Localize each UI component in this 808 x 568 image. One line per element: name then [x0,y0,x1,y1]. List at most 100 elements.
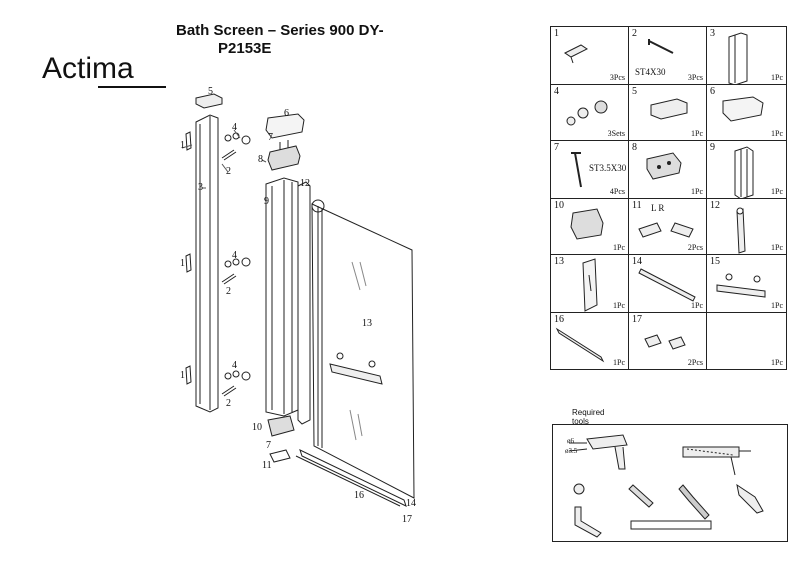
spirit-level-icon [630,520,712,530]
part-cell-9: 9 1Pc [707,141,786,199]
wall-plug-icon [564,44,588,64]
part-number: 7 [554,142,559,153]
part-number: 15 [710,256,720,267]
tools-heading-line-1: Required [572,408,605,417]
part-number: 8 [632,142,637,153]
callout-4-mid: 4 [232,250,237,261]
part-quantity: 2Pcs [687,358,703,367]
drill-icon [586,434,628,470]
part-code: ST4X30 [635,67,666,77]
part-cell-13: 13 1Pc [551,255,629,313]
tools-illustration [568,434,764,538]
part-cell-15: 15 1Pc [707,255,786,313]
part-quantity: 1Pc [613,243,625,252]
title-line-2: P2153E [218,40,272,57]
wall-profile-part-3 [195,114,219,413]
screw-cap-set-icon [566,100,608,126]
part-quantity: 3Pcs [609,73,625,82]
callout-14: 14 [406,498,416,509]
handle-icon [716,273,766,298]
part-code: ST3.5X30 [589,163,627,173]
glass-panel-icon [582,258,598,312]
part-cell-1: 1 3Pcs [551,27,629,85]
wall-plug-part-1-top [185,131,192,151]
part-cell-7: 7 ST3.5X30 4Pcs [551,141,629,199]
silicone-gun-icon [682,446,751,476]
callout-2-top: 2 [226,166,231,177]
part-cell-16: 16 1Pc [551,313,629,369]
part-number: 16 [554,314,564,325]
clip-pair-icon [638,222,694,238]
screwdriver-icon [678,484,710,520]
required-tools-panel: ø6 ø3.5 [552,424,788,542]
hinge-part-8 [267,145,301,171]
allen-key-icon [574,506,602,538]
long-screw-icon [571,152,582,188]
part-quantity: 1Pc [691,129,703,138]
part-quantity: 3Sets [607,129,625,138]
part-number: 2 [632,28,637,39]
callout-4-bottom: 4 [232,360,237,371]
door-profile-icon [734,146,754,199]
part-number: 3 [710,28,715,39]
cutter-knife-icon [736,483,764,514]
part-number: 6 [710,86,715,97]
callout-2-bottom: 2 [226,398,231,409]
clip-part-11 [269,449,291,463]
profile-part-9 [265,177,299,417]
screw-set-top [221,132,251,161]
callout-10: 10 [252,422,262,433]
part-cell-6: 6 1Pc [707,85,786,141]
callout-1-top: 1 [180,140,185,151]
part-quantity: 1Pc [771,301,783,310]
hinge-cover-icon [722,96,764,122]
callout-4-top: 4 [232,122,237,133]
part-quantity: 1Pc [771,243,783,252]
part-cell-10: 10 1Pc [551,199,629,255]
callout-3: 3 [198,182,203,193]
part-number: 4 [554,86,559,97]
part-number: 5 [632,86,637,97]
parts-list-table: 1 3Pcs 2 ST4X30 3Pcs 3 1Pc 4 3Sets 5 1Pc… [550,26,787,370]
brand-logo: Actima [42,52,134,85]
callout-7-top: 7 [268,132,273,143]
part-quantity: 1Pc [613,358,625,367]
part-number: 11 [632,200,642,211]
part-cell-5: 5 1Pc [629,85,707,141]
callout-9: 9 [264,196,269,207]
part-number: 13 [554,256,564,267]
part-quantity: 2Pcs [687,243,703,252]
part-number: 14 [632,256,642,267]
screw-set-bottom [221,370,251,397]
callout-1-mid: 1 [180,258,185,269]
part-cell-18: 1Pc [707,313,786,369]
bottom-seal-icon [555,327,605,363]
required-tools-heading: Required tools [572,408,604,426]
callout-12: 12 [300,178,310,189]
part-number: 1 [554,28,559,39]
glass-panel-part-13 [311,203,415,499]
part-quantity: 1Pc [771,73,783,82]
part-cell-3: 3 1Pc [707,27,786,85]
callout-11: 11 [262,460,272,471]
part-number: 17 [632,314,642,325]
callout-8: 8 [258,154,263,165]
part-quantity: 1Pc [691,301,703,310]
part-number: 12 [710,200,720,211]
end-cap-icon [650,98,688,120]
end-cap-part-5 [195,93,223,109]
screw-set-mid [221,257,251,285]
part-cell-11: 11 L R 2Pcs [629,199,707,255]
callout-5: 5 [208,86,213,97]
part-quantity: 3Pcs [687,73,703,82]
screw-icon [648,39,674,54]
hinge-cover-part-6 [265,113,305,139]
end-plug-pair-icon [644,334,686,350]
part-cell-4: 4 3Sets [551,85,629,141]
document-title: Bath Screen – Series 900 DY- P2153E [176,22,384,58]
pencil-icon [628,484,654,508]
bottom-hinge-icon [570,208,604,240]
callout-6: 6 [284,108,289,119]
handle-part-15 [329,363,383,385]
